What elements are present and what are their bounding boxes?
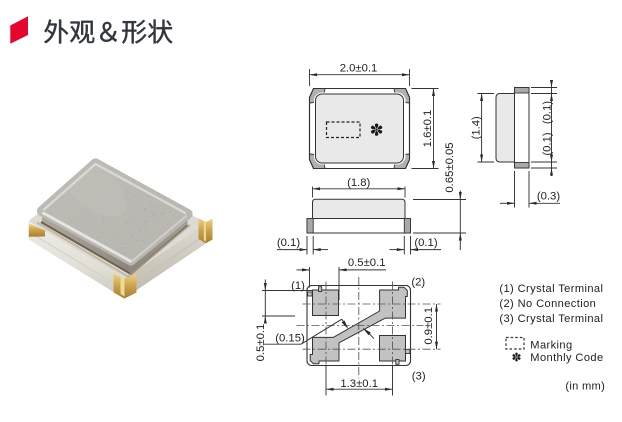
svg-text:(0.3): (0.3): [537, 190, 560, 202]
svg-text:(1.4): (1.4): [470, 116, 482, 139]
svg-text:(in mm): (in mm): [565, 381, 605, 393]
svg-text:(0.15): (0.15): [275, 333, 305, 345]
svg-text:(1) Crystal Terminal: (1) Crystal Terminal: [499, 283, 603, 295]
svg-text:1.3±0.1: 1.3±0.1: [340, 378, 378, 390]
svg-text:(0.1): (0.1): [414, 237, 437, 249]
svg-text:(0.1): (0.1): [541, 132, 553, 155]
svg-text:0.5±0.1: 0.5±0.1: [348, 257, 386, 269]
svg-text:0.5±0.1: 0.5±0.1: [255, 324, 267, 362]
svg-text:0.65±0.05: 0.65±0.05: [444, 142, 456, 192]
svg-text:(0.1): (0.1): [541, 101, 553, 124]
svg-text:(3) Crystal Terminal: (3) Crystal Terminal: [499, 313, 603, 325]
svg-text:(0.1): (0.1): [277, 237, 300, 249]
svg-text:1.6±0.1: 1.6±0.1: [422, 110, 434, 148]
svg-text:(2) No Connection: (2) No Connection: [499, 298, 596, 310]
svg-text:Marking: Marking: [530, 340, 572, 352]
svg-text:(1.8): (1.8): [347, 177, 370, 189]
svg-text:(2): (2): [411, 277, 425, 289]
svg-text:(3): (3): [412, 371, 426, 383]
svg-text:0.9±0.1: 0.9±0.1: [423, 307, 435, 345]
svg-text:Monthly Code: Monthly Code: [530, 352, 603, 364]
svg-text:2.0±0.1: 2.0±0.1: [340, 63, 378, 75]
svg-text:(1): (1): [291, 280, 305, 292]
